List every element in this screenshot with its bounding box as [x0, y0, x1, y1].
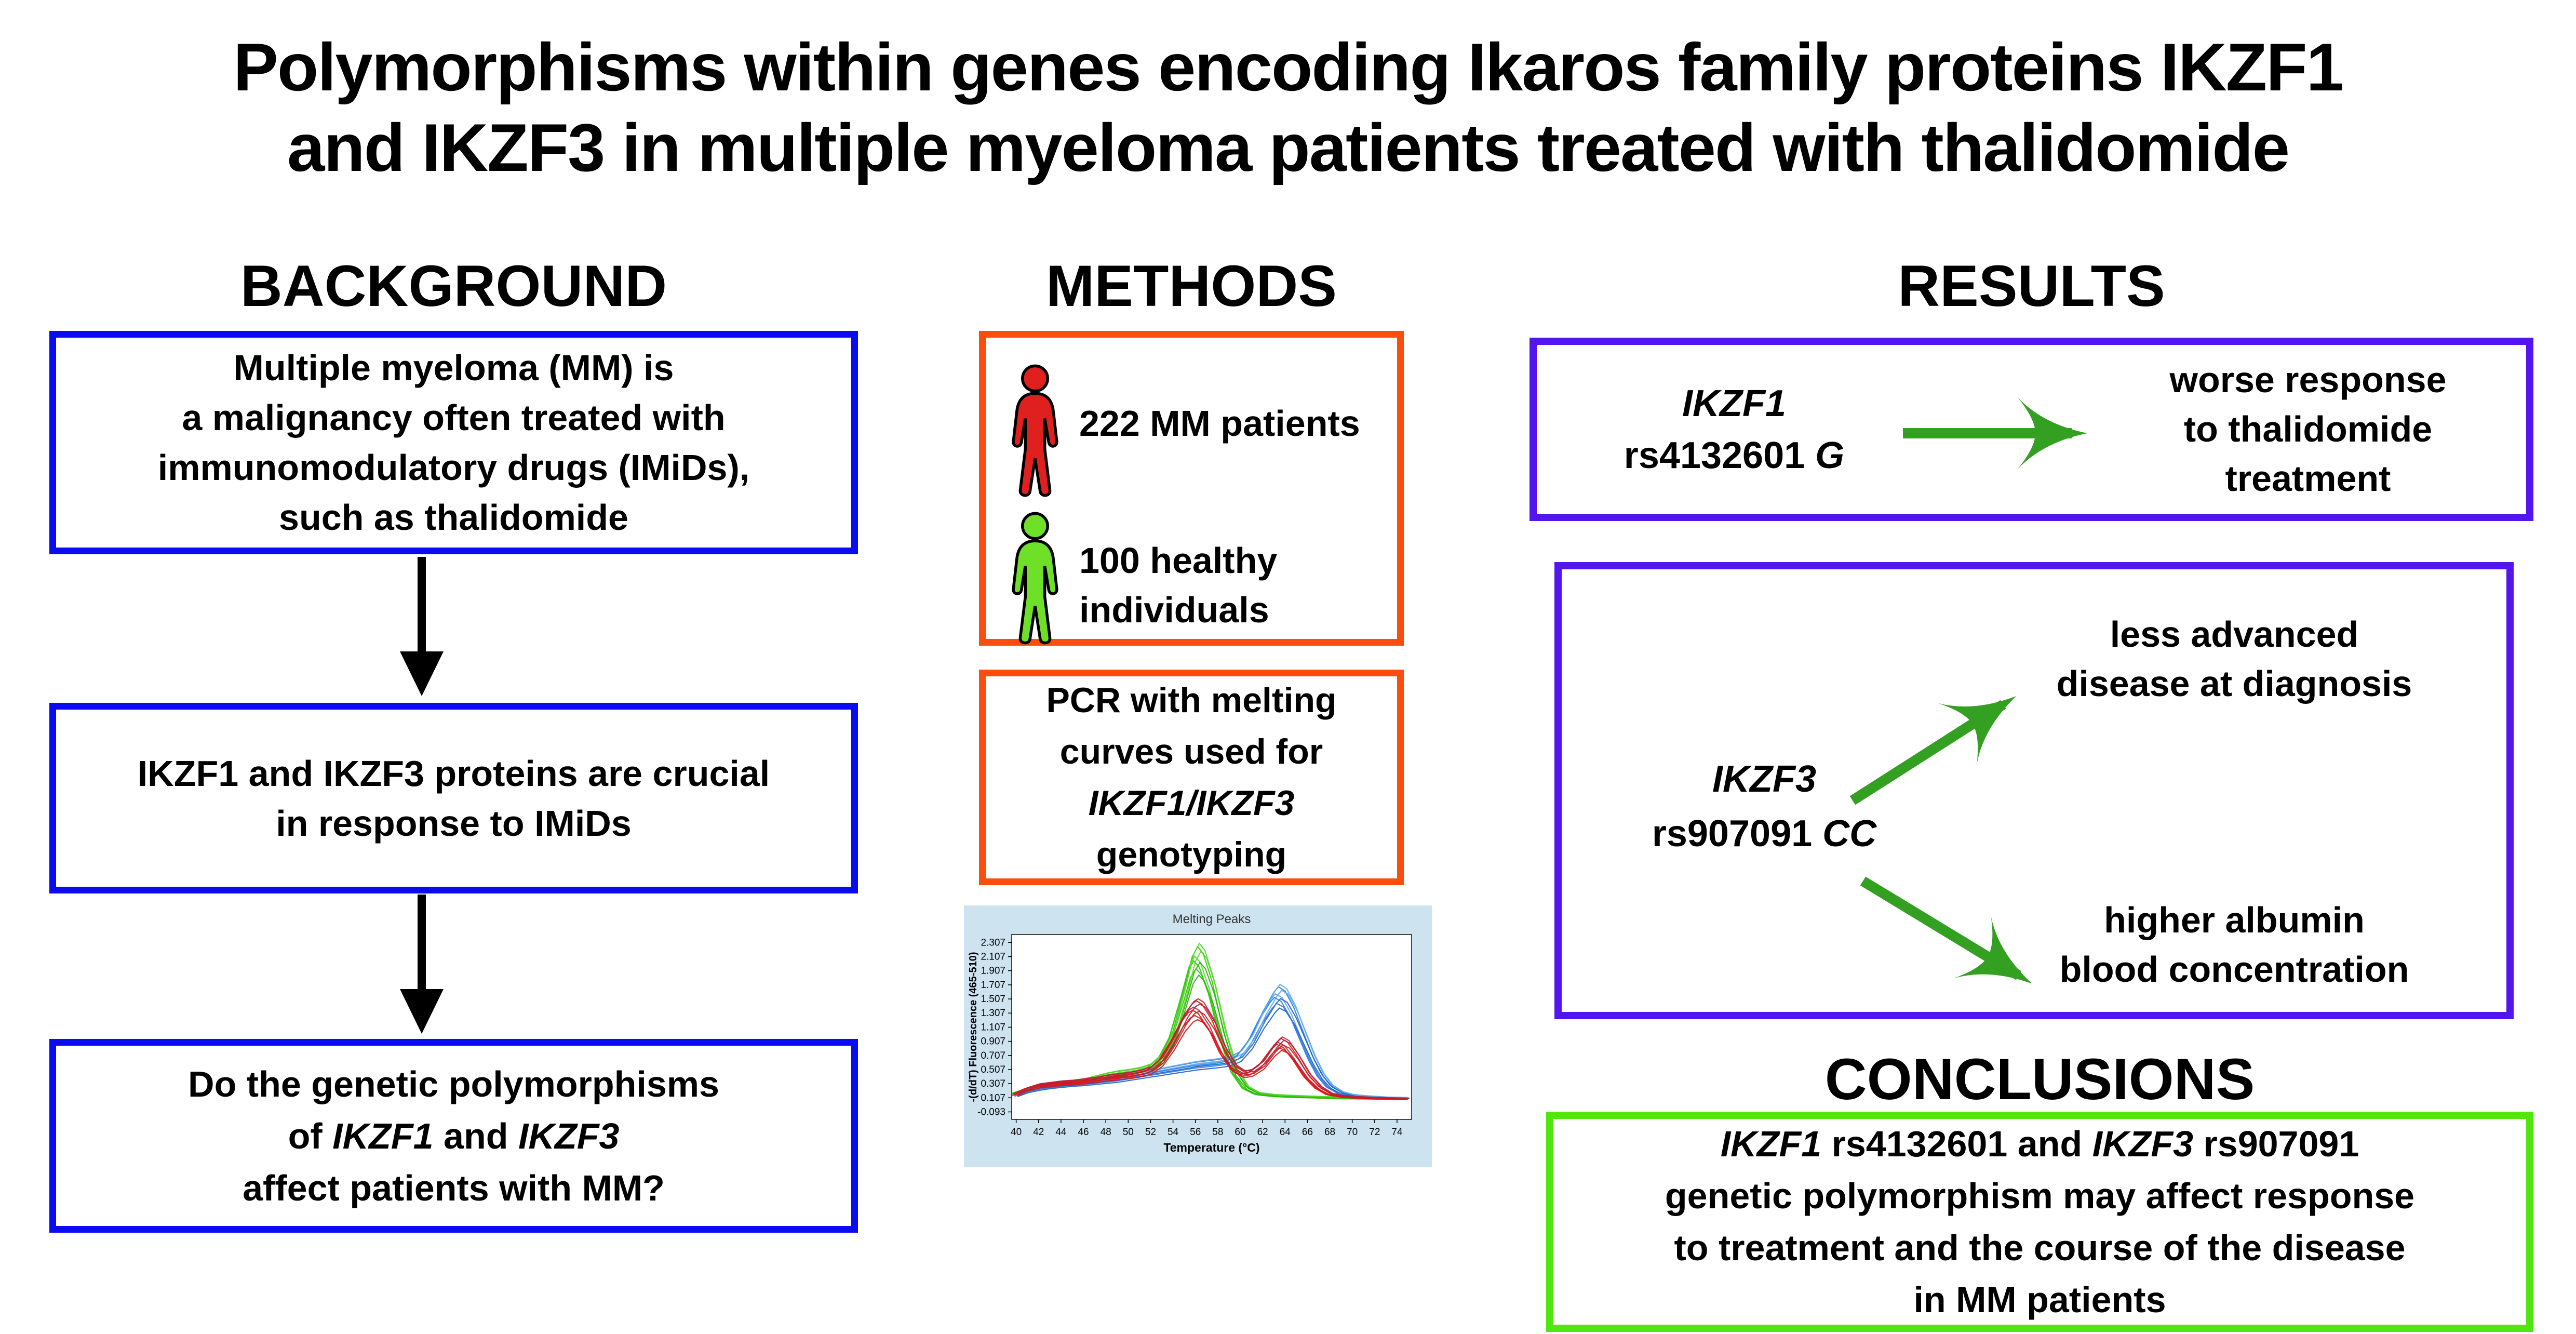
poster-title: Polymorphisms within genes encoding Ikar… — [0, 27, 2576, 188]
svg-text:1.307: 1.307 — [981, 1008, 1005, 1019]
gene-ikzf1: IKZF1 — [1720, 1124, 1822, 1164]
svg-text:-(d/dT) Fluorescence (465-510): -(d/dT) Fluorescence (465-510) — [968, 952, 979, 1102]
conclusions-box: IKZF1 rs4132601 and IKZF3 rs907091 genet… — [1546, 1112, 2533, 1332]
melting-peaks-chart: Melting Peaks -(d/dT) Fluorescence (465-5… — [964, 905, 1432, 1167]
background-box-question: Do the genetic polymorphisms of IKZF1 an… — [49, 1039, 858, 1233]
svg-text:60: 60 — [1235, 1127, 1245, 1138]
mm-patients-count: 222 MM patients — [1079, 403, 1360, 444]
svg-text:48: 48 — [1101, 1127, 1111, 1138]
svg-text:72: 72 — [1369, 1127, 1380, 1138]
background-header: BACKGROUND — [240, 254, 667, 318]
results-box-ikzf1: IKZF1 rs4132601 G worse response to thal… — [1530, 338, 2533, 521]
svg-text:0.507: 0.507 — [981, 1064, 1005, 1075]
conclusions-text: IKZF1 rs4132601 and IKZF3 rs907091 genet… — [1665, 1124, 2415, 1320]
healthy-individuals-count: 100 healthy individuals — [1079, 540, 1278, 630]
svg-text:42: 42 — [1033, 1127, 1044, 1138]
methods-box-pcr: PCR with melting curves used for IKZF1/I… — [979, 670, 1404, 885]
svg-text:74: 74 — [1391, 1127, 1403, 1138]
svg-text:-0.093: -0.093 — [977, 1106, 1005, 1117]
svg-text:64: 64 — [1280, 1127, 1291, 1138]
svg-text:40: 40 — [1011, 1127, 1022, 1138]
right-arrow-icon — [1903, 397, 2087, 470]
down-arrow-icon — [400, 895, 444, 1034]
ikzf3-outcome-bottom: higher albumin blood concentration — [2059, 900, 2409, 990]
svg-text:54: 54 — [1168, 1127, 1179, 1138]
svg-text:66: 66 — [1302, 1127, 1313, 1138]
allele-cc: CC — [1822, 813, 1877, 855]
healthy-person-icon — [1012, 512, 1058, 645]
svg-text:70: 70 — [1347, 1127, 1358, 1138]
svg-text:Temperature (°C): Temperature (°C) — [1163, 1141, 1259, 1154]
poster-title-line1: Polymorphisms within genes encoding Ikar… — [233, 29, 2344, 105]
svg-text:46: 46 — [1078, 1127, 1089, 1138]
diagonal-up-arrow-icon — [1849, 696, 2032, 984]
down-arrow-icon — [400, 557, 444, 696]
allele-g: G — [1815, 434, 1845, 476]
svg-text:0.107: 0.107 — [981, 1092, 1005, 1103]
melting-peaks-plot: Melting Peaks -(d/dT) Fluorescence (465-5… — [968, 912, 1412, 1154]
svg-text:1.107: 1.107 — [981, 1022, 1005, 1033]
svg-text:0.307: 0.307 — [981, 1078, 1005, 1089]
gene-ikzf1: IKZF1 — [332, 1115, 434, 1156]
ikzf1-variant: IKZF1 rs4132601 G — [1568, 345, 1900, 514]
methods-box-pcr-text: PCR with melting curves used for IKZF1/I… — [1046, 680, 1337, 874]
svg-text:68: 68 — [1324, 1127, 1335, 1138]
background-box-mm-text: Multiple myeloma (MM) is a malignancy of… — [157, 348, 750, 538]
svg-text:2.107: 2.107 — [981, 952, 1005, 963]
background-box-mm: Multiple myeloma (MM) is a malignancy of… — [49, 331, 858, 554]
svg-text:56: 56 — [1190, 1127, 1201, 1138]
ikzf1-outcome: worse response to thalidomide treatment — [2169, 359, 2447, 499]
methods-box-cohort: 222 MM patients 100 healthy individuals — [979, 331, 1404, 646]
svg-text:58: 58 — [1212, 1127, 1223, 1138]
results-box-ikzf3: IKZF3 rs907091 CC less advanced disease … — [1554, 562, 2514, 1019]
svg-text:0.907: 0.907 — [981, 1036, 1005, 1047]
svg-text:44: 44 — [1055, 1127, 1067, 1138]
gene-ikzf3: IKZF3 — [1712, 758, 1816, 800]
background-box-proteins: IKZF1 and IKZF3 proteins are crucial in … — [49, 703, 858, 893]
gene-ikzf1: IKZF1 — [1682, 382, 1786, 424]
svg-text:62: 62 — [1257, 1127, 1268, 1138]
gene-ikzf3: IKZF3 — [518, 1115, 620, 1156]
poster-title-line2: and IKZF3 in multiple myeloma patients t… — [287, 110, 2290, 185]
svg-text:50: 50 — [1123, 1127, 1134, 1138]
background-box-question-text: Do the genetic polymorphisms of IKZF1 an… — [188, 1063, 719, 1208]
svg-text:1.907: 1.907 — [981, 966, 1005, 977]
conclusions-header: CONCLUSIONS — [1824, 1047, 2255, 1112]
svg-text:52: 52 — [1145, 1127, 1156, 1138]
gene-ikzf3: IKZF3 — [2092, 1124, 2194, 1164]
patient-person-icon — [1012, 364, 1058, 497]
methods-header: METHODS — [1046, 254, 1337, 318]
gene-ikzf1-ikzf3: IKZF1/IKZF3 — [1088, 783, 1295, 823]
svg-text:1.507: 1.507 — [981, 994, 1005, 1005]
background-box-proteins-text: IKZF1 and IKZF3 proteins are crucial in … — [137, 753, 770, 844]
svg-text:2.307: 2.307 — [981, 937, 1005, 948]
results-header: RESULTS — [1898, 254, 2165, 318]
ikzf3-outcome-top: less advanced disease at diagnosis — [2056, 614, 2412, 704]
svg-text:Melting Peaks: Melting Peaks — [1173, 912, 1251, 926]
svg-text:1.707: 1.707 — [981, 980, 1005, 991]
ikzf3-variant: IKZF3 rs907091 CC — [1593, 752, 1936, 861]
svg-text:0.707: 0.707 — [981, 1050, 1005, 1061]
